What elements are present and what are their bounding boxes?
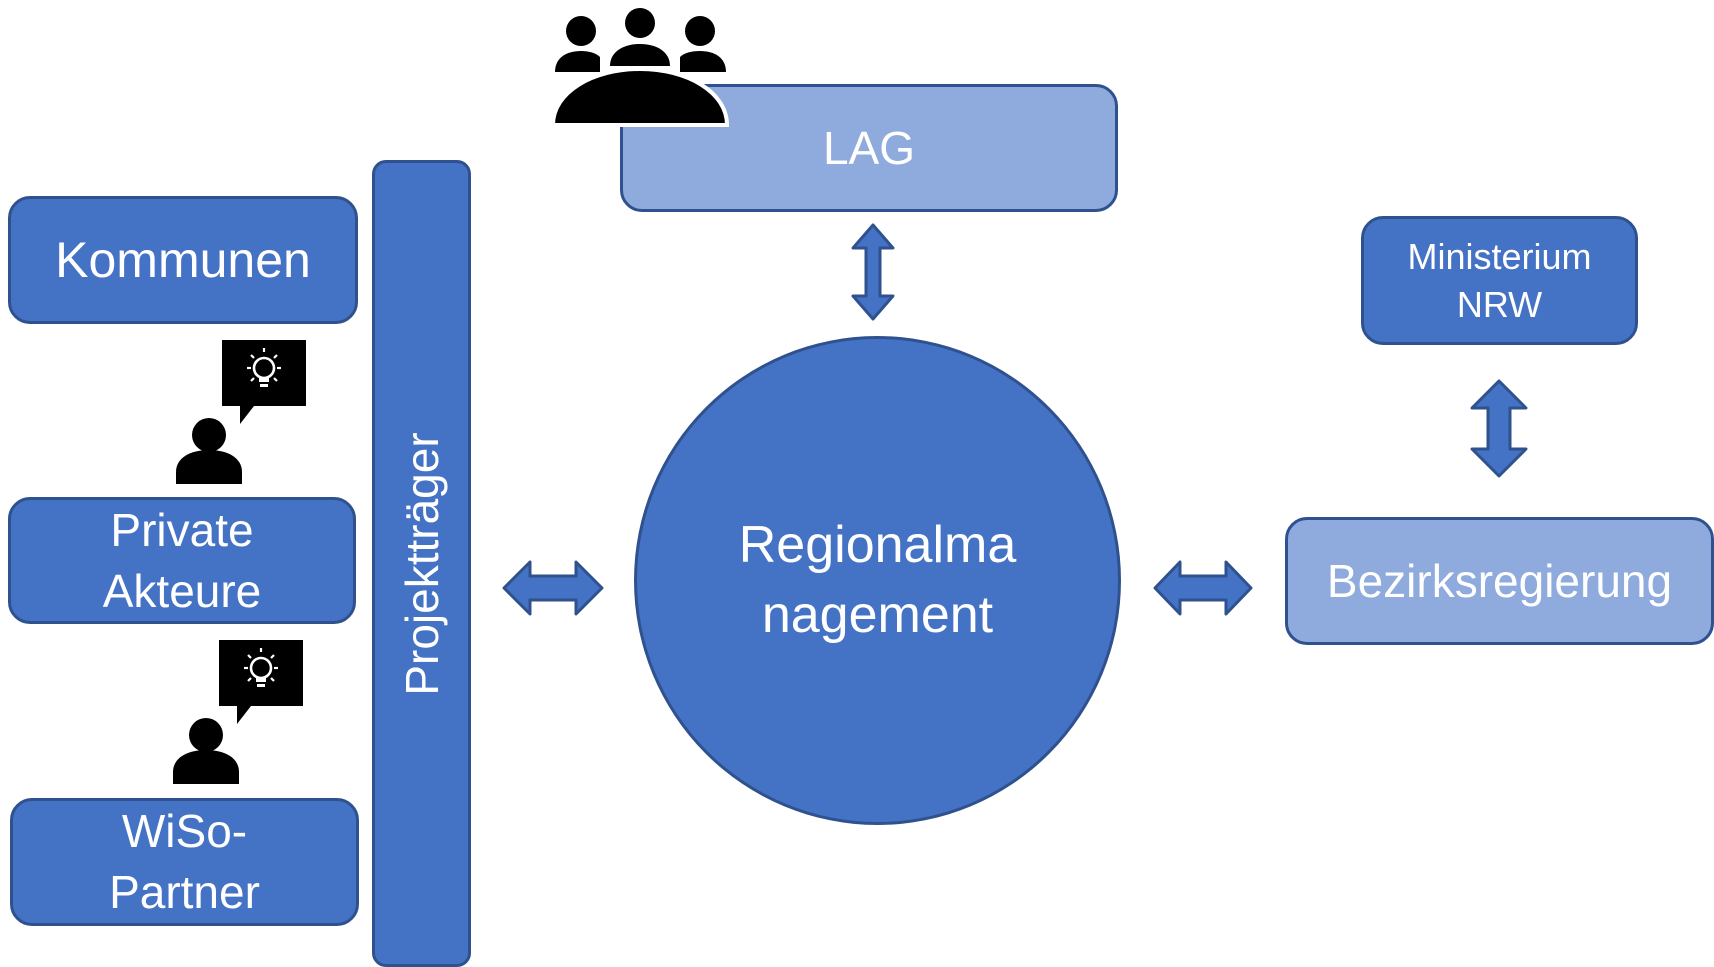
bezirksregierung-box: Bezirksregierung xyxy=(1285,517,1714,645)
bezirksregierung-label: Bezirksregierung xyxy=(1326,554,1673,607)
ministerium-bezirk-double-arrow-icon xyxy=(1470,379,1528,478)
ministerium-box: Ministerium NRW xyxy=(1361,216,1638,345)
regional-bezirk-double-arrow-icon xyxy=(1153,560,1253,616)
projekttraeger-regional-double-arrow-icon xyxy=(502,560,604,616)
kommunen-box: Kommunen xyxy=(8,196,358,324)
private-akteure-box: Private Akteure xyxy=(8,497,356,624)
projekttraeger-label: Projektträger xyxy=(395,431,448,696)
private-akteure-label: Private Akteure xyxy=(102,503,262,617)
ministerium-label: Ministerium NRW xyxy=(1407,235,1592,325)
lag-box: LAG xyxy=(620,84,1118,212)
wiso-partner-label: WiSo- Partner xyxy=(109,805,260,918)
person-with-idea-icon-1 xyxy=(174,338,308,486)
regionalmanagement-circle: Regionalma nagement xyxy=(634,336,1121,825)
wiso-partner-box: WiSo- Partner xyxy=(10,798,359,926)
lag-regional-double-arrow-icon xyxy=(851,223,895,321)
kommunen-label: Kommunen xyxy=(55,232,311,288)
regionalmanagement-label: Regionalma nagement xyxy=(738,516,1017,644)
projekttraeger-bar: Projektträger xyxy=(372,160,471,967)
lag-label: LAG xyxy=(822,121,916,174)
person-with-idea-icon-2 xyxy=(171,638,305,786)
